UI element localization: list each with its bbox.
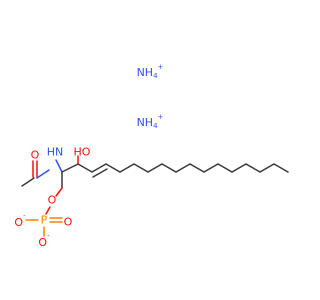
amide-oxygen: O [31, 149, 40, 162]
amide-nitrogen: HN [47, 146, 64, 159]
phosphate-oxygen-double: O [64, 216, 73, 229]
phosphate-oxygen-bottom: O- [38, 232, 50, 249]
alkyl-chain [105, 163, 289, 173]
acetyl-methyl-bond [21, 177, 35, 187]
phosphate-oxygen-left: O- [14, 212, 26, 229]
o-p-bond [45, 206, 51, 215]
ammonium-ion-2: NH4+ [137, 113, 164, 130]
ammonium-1-label: NH4+ [137, 63, 164, 80]
c4-c5-bond-2 [92, 168, 108, 178]
hydroxyl-oxygen: HO [74, 146, 91, 159]
ester-oxygen: O [48, 194, 57, 207]
structure-diagram: NH4+ NH4+ O HN O P O- O O- HO [14, 63, 289, 249]
c3-c4-bond [77, 163, 93, 173]
molecule-svg: NH4+ NH4+ O HN O P O- O O- HO [14, 63, 289, 249]
c2-c3-bond [61, 163, 79, 173]
c4-c5-bond-1 [91, 163, 107, 173]
c1-o-bond [55, 187, 63, 197]
amide-cn-bond [36, 169, 50, 179]
ammonium-2-label: NH4+ [137, 113, 164, 130]
phosphorus: P [41, 214, 48, 227]
ammonium-ion-1: NH4+ [137, 63, 164, 80]
n-c2-bond [55, 159, 63, 173]
